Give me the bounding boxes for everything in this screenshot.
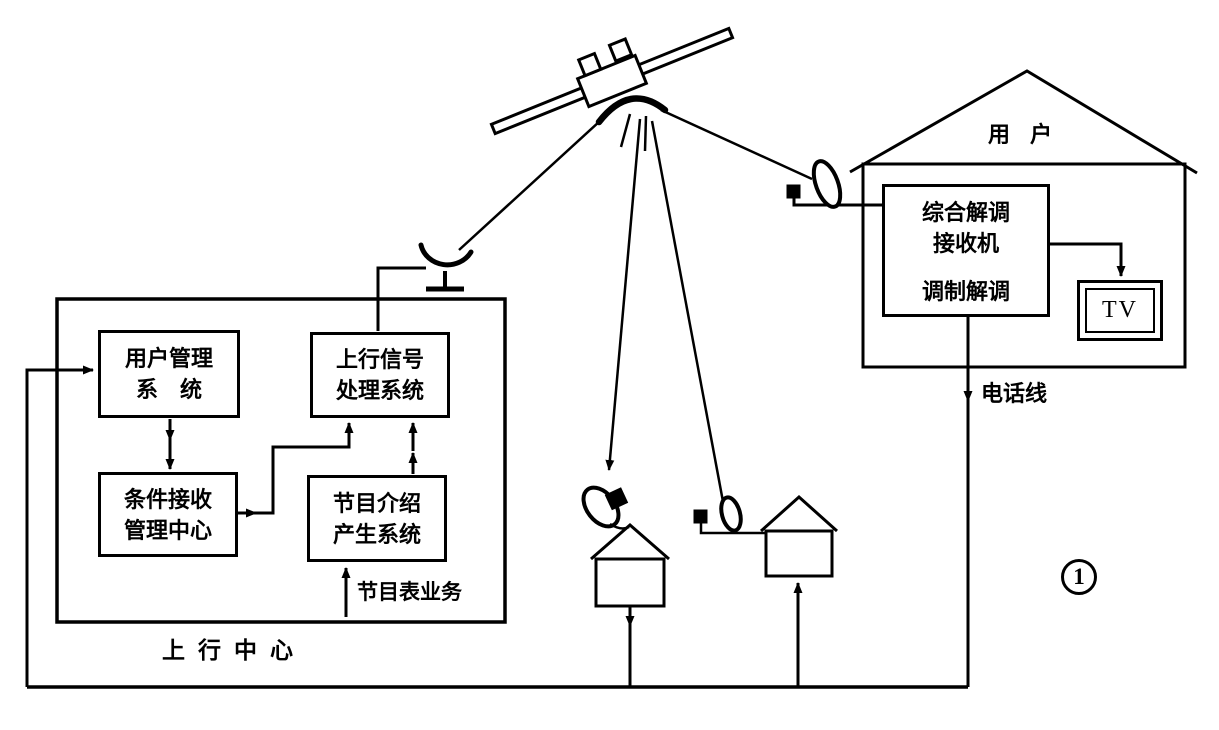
- subscriber-dish-feed: [792, 197, 882, 207]
- user-management-box: 用户管理 系 统: [98, 330, 240, 418]
- satellite-body: [575, 53, 649, 109]
- uplink-center-label: 上行中心: [162, 637, 306, 663]
- program-service-label: 节目表业务: [357, 581, 462, 604]
- house2-dish-mount: [693, 509, 708, 524]
- program-intro-line2: 产生系统: [332, 521, 421, 547]
- phone-line-label: 电话线: [981, 381, 1048, 406]
- uplink-center-outline: [55, 297, 507, 624]
- satellite-antenna-1: [576, 51, 603, 78]
- conditional-access-line2: 管理中心: [123, 517, 212, 543]
- uplink-signal-line2: 处理系统: [335, 378, 424, 403]
- receiver-line2: 接收机: [932, 231, 999, 256]
- house2-roof: [759, 494, 839, 533]
- receiver-line3: 调制解调: [921, 279, 1010, 304]
- beam-fan-stroke-2: [643, 115, 648, 152]
- beam-subscriber: [660, 108, 813, 181]
- satellite-antenna-2: [607, 37, 634, 64]
- user-management-line2: 系 统: [135, 377, 202, 402]
- subscriber-home-label: 用户: [988, 122, 1073, 147]
- figure-number: 1: [1073, 564, 1085, 589]
- tv-label: TV: [1102, 297, 1138, 323]
- feedback-line: [25, 365, 94, 687]
- receiver-box: 综合解调 接收机 调制解调: [882, 184, 1050, 317]
- conditional-access-box: 条件接收 管理中心: [98, 472, 238, 557]
- house2-body: [764, 529, 834, 578]
- receive-house-2: [693, 494, 839, 578]
- receiver-to-tv: [1050, 242, 1126, 277]
- uplink-dish-bowl: [418, 242, 474, 268]
- receive-house-1: [581, 485, 670, 608]
- uplink-dish-icon: [418, 242, 474, 292]
- house1-body: [594, 557, 666, 608]
- uplink-dish-feed: [376, 266, 426, 331]
- subscriber-house-outline: [786, 69, 1198, 369]
- signal-beams: [458, 108, 813, 508]
- uplink-signal-box: 上行信号 处理系统: [310, 332, 450, 418]
- subscriber-house-roof: [849, 69, 1198, 175]
- satellite-dish-arc: [595, 95, 669, 126]
- beam-fan-stroke-1: [619, 113, 632, 148]
- house1-dish-mount: [604, 487, 629, 511]
- house1-dish-tail: [609, 522, 630, 530]
- program-intro-box: 节目介绍 产生系统: [307, 475, 447, 562]
- subscriber-dish-icon: [811, 159, 843, 209]
- tv-box: TV: [1077, 280, 1163, 341]
- ca-to-uplink-b: [254, 422, 354, 515]
- beam-house1: [605, 118, 642, 471]
- figure-number-badge: 1: [1061, 559, 1097, 595]
- tv-screen: TV: [1085, 288, 1155, 333]
- house2-dish-feed: [699, 521, 766, 535]
- subscriber-dish-mount: [786, 184, 801, 199]
- house1-roof: [590, 523, 670, 561]
- program-intro-line1: 节目介绍: [332, 490, 421, 516]
- uplink-signal-line1: 上行信号: [335, 347, 424, 372]
- house2-dish-icon: [719, 495, 743, 533]
- subscriber-house-body: [861, 162, 1187, 369]
- beam-uplink: [458, 109, 613, 251]
- satellite-icon: [489, 26, 735, 136]
- beam-house2: [650, 120, 726, 508]
- connection-lines: [25, 197, 1126, 689]
- conditional-access-line1: 条件接收: [123, 486, 212, 512]
- receiver-line1: 综合解调: [921, 200, 1010, 225]
- user-management-line1: 用户管理: [124, 346, 213, 371]
